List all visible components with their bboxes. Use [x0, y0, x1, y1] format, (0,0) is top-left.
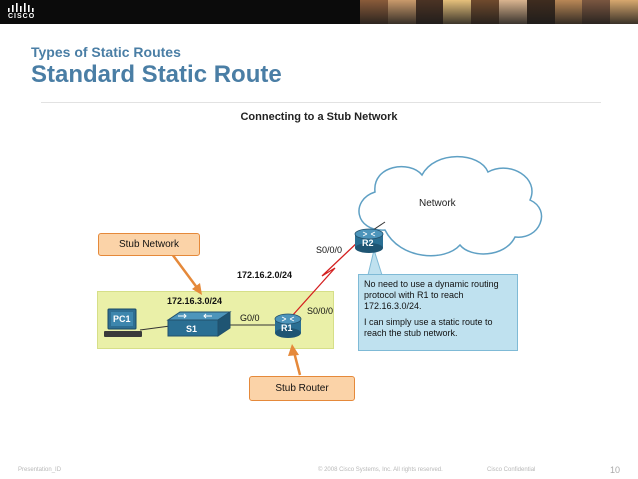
note-callout: No need to use a dynamic routing protoco…: [358, 274, 518, 351]
cisco-logo-text: CISCO: [8, 13, 36, 20]
diagram-frame: [41, 102, 601, 421]
r1-label: R1: [281, 323, 293, 333]
note-pointer: [367, 248, 383, 276]
note-line-1: No need to use a dynamic routing protoco…: [364, 279, 499, 311]
footer-presentation-id: Presentation_ID: [18, 467, 62, 473]
cloud-label: Network: [419, 198, 456, 209]
person-photo: [582, 0, 611, 24]
person-photo: [526, 0, 555, 24]
stub-router-callout: Stub Router: [249, 376, 355, 401]
pc-link: [139, 325, 171, 331]
cisco-bars-icon: [8, 3, 34, 12]
r2-serial-interface-label: S0/0/0: [316, 245, 343, 255]
router-r2-icon: [354, 228, 384, 253]
person-photo: [471, 0, 499, 24]
serial-link: [291, 239, 361, 317]
person-photo: [387, 0, 416, 24]
lan-network-label: 172.16.3.0/24: [167, 296, 223, 306]
serial-network-label: 172.16.2.0/24: [237, 270, 293, 280]
person-photo: [415, 0, 444, 24]
pc-icon: [104, 308, 142, 337]
r1-serial-interface-label: S0/0/0: [307, 306, 334, 316]
pc-label: PC1: [113, 314, 131, 324]
person-photo: [360, 0, 388, 24]
person-photo: [443, 0, 472, 24]
people-photo-strip: [360, 0, 638, 24]
switch-label: S1: [186, 324, 197, 334]
section-title: Types of Static Routes: [31, 44, 181, 60]
footer-copyright: © 2008 Cisco Systems, Inc. All rights re…: [318, 467, 443, 473]
cisco-logo: CISCO: [7, 3, 47, 22]
page-number: 10: [610, 465, 621, 475]
stub-network-arrow: [170, 253, 202, 295]
stub-router-arrow: [288, 344, 302, 376]
page-title: Standard Static Route: [31, 61, 282, 88]
stub-network-callout: Stub Network: [98, 233, 200, 256]
r2-label: R2: [362, 238, 374, 248]
router-r1-icon: [274, 313, 302, 338]
person-photo: [610, 0, 638, 24]
diagram-title: Connecting to a Stub Network: [240, 111, 398, 123]
top-banner: CISCO: [0, 0, 638, 24]
network-cloud-icon: [358, 155, 543, 257]
switch-icon: [166, 311, 232, 337]
r1-gig-interface-label: G0/0: [240, 313, 260, 323]
person-photo: [554, 0, 583, 24]
person-photo: [498, 0, 527, 24]
note-line-2: I can simply use a static route to reach…: [364, 317, 493, 338]
footer-confidential: Cisco Confidential: [487, 467, 536, 473]
